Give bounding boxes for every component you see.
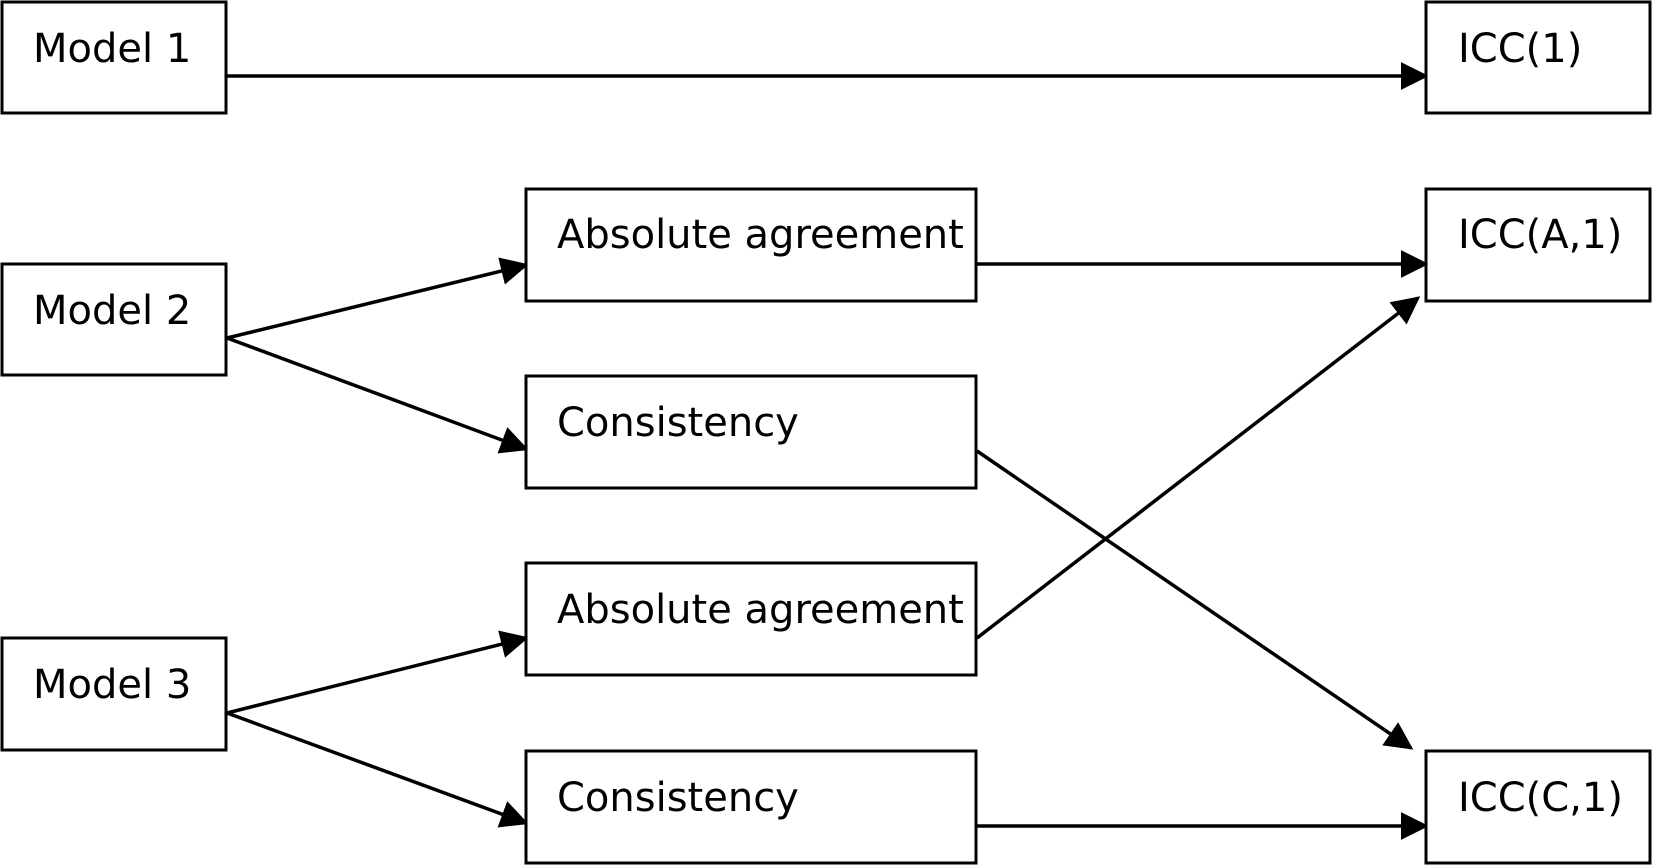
icc-a1-label: ICC(A,1) bbox=[1458, 212, 1622, 258]
model-3-absolute-agreement-box: Absolute agreement bbox=[524, 561, 978, 677]
model-3-label: Model 3 bbox=[33, 662, 191, 708]
model-1-box: Model 1 bbox=[0, 0, 228, 115]
model-3-box: Model 3 bbox=[0, 636, 228, 752]
model-2-absolute-agreement-label: Absolute agreement bbox=[557, 212, 964, 258]
arrow-model2-to-absolute-agreement bbox=[226, 257, 529, 340]
icc-c1-label: ICC(C,1) bbox=[1458, 775, 1623, 821]
model-2-consistency-label: Consistency bbox=[557, 400, 799, 446]
edges-layer bbox=[226, 62, 1429, 840]
model-3-absolute-agreement-label: Absolute agreement bbox=[557, 587, 964, 633]
icc-1-label: ICC(1) bbox=[1458, 26, 1582, 72]
model-2-absolute-agreement-box: Absolute agreement bbox=[524, 187, 978, 303]
model-2-consistency-box: Consistency bbox=[524, 374, 978, 490]
icc-c1-box: ICC(C,1) bbox=[1424, 749, 1652, 865]
arrow-model3-to-absolute-agreement bbox=[226, 630, 529, 715]
model-1-label: Model 1 bbox=[33, 26, 191, 72]
arrow-model2-to-consistency bbox=[226, 336, 529, 454]
icc-1-box: ICC(1) bbox=[1424, 0, 1652, 115]
icc-a1-box: ICC(A,1) bbox=[1424, 187, 1652, 303]
arrow-absolute-agreement-to-icca1-cross bbox=[975, 296, 1421, 640]
arrow-model3-to-consistency bbox=[226, 711, 529, 828]
model-3-consistency-box: Consistency bbox=[524, 749, 978, 865]
arrow-consistency-to-iccc1 bbox=[976, 449, 1414, 750]
model-2-label: Model 2 bbox=[33, 288, 191, 334]
model-2-box: Model 2 bbox=[0, 262, 228, 377]
model-3-consistency-label: Consistency bbox=[557, 775, 799, 821]
